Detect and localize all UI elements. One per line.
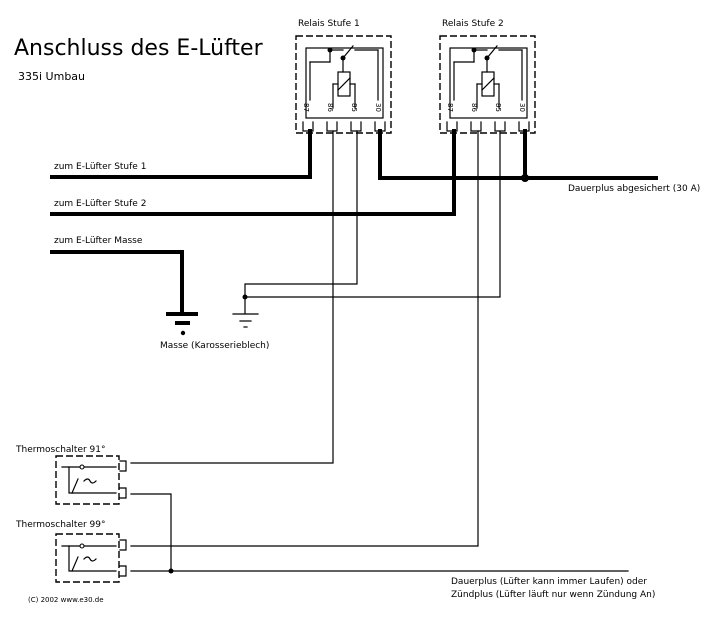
relay-1-pin-86: 86	[326, 103, 334, 112]
thermoswitch-99: Thermoschalter 99°	[15, 520, 127, 583]
ground-junction	[242, 294, 248, 300]
wire-relay1-86-thermo91	[130, 130, 334, 464]
label-fan-stage-2: zum E-Lüfter Stufe 2	[54, 199, 146, 209]
battery-junction	[521, 174, 529, 182]
relay-2-housing	[439, 35, 536, 134]
relay-stage-1: Relais Stufe 1 87 86 85 30	[295, 19, 392, 134]
relay-1-switch-arm	[342, 45, 354, 59]
wire-battery-30a	[378, 129, 658, 180]
relay-2-pin-30: 30	[518, 103, 526, 112]
label-fan-stage-1: zum E-Lüfter Stufe 1	[54, 162, 146, 172]
relay-1-housing	[295, 35, 392, 134]
thermoswitch-91-label: Thermoschalter 91°	[15, 445, 106, 455]
relay-2-pin-86: 86	[470, 103, 478, 112]
copyright: (C) 2002 www.e30.de	[28, 596, 104, 604]
thermoswitch-99-contact	[71, 556, 79, 572]
relay-2-pin-85: 85	[494, 103, 502, 112]
label-ground: Masse (Karosserieblech)	[160, 341, 269, 351]
wire-fan-ground	[50, 250, 184, 315]
wire-relay2-86-thermo99	[130, 130, 479, 547]
relay-2-inner	[449, 47, 528, 119]
thermoswitch-99-housing	[55, 533, 120, 583]
wire-fan-stage-2	[50, 129, 456, 216]
wire-relay2-85-ground	[244, 130, 501, 298]
power-wiring	[50, 129, 658, 336]
relay-2-label: Relais Stufe 2	[442, 19, 504, 29]
thermoswitch-91-contact	[71, 478, 79, 494]
wire-fan-stage-1	[50, 129, 312, 179]
relay-1-pin-85: 85	[350, 103, 358, 112]
control-wiring	[130, 130, 629, 574]
relay-2-pin-87: 87	[446, 103, 454, 112]
label-fan-ground: zum E-Lüfter Masse	[54, 236, 143, 246]
thermoswitch-91-housing	[55, 455, 120, 505]
thermoswitch-99-label: Thermoschalter 99°	[15, 520, 106, 530]
page-subtitle: 335i Umbau	[18, 70, 85, 83]
relay-1-pin-87: 87	[302, 103, 310, 112]
page-title: Anschluss des E-Lüfter	[14, 36, 264, 61]
label-supply-line-2: Zündplus (Lüfter läuft nur wenn Zündung …	[451, 590, 655, 600]
relay-stage-2: Relais Stufe 2 87 86 85 30	[439, 19, 536, 134]
wire-relay1-85-ground	[244, 130, 358, 314]
label-battery-supply: Dauerplus abgesichert (30 A)	[568, 184, 700, 194]
relay-2-contact	[471, 47, 477, 53]
relay-1-pin-30: 30	[374, 103, 382, 112]
relay-1-contact	[327, 47, 333, 53]
thermoswitch-91: Thermoschalter 91°	[15, 445, 127, 505]
supply-junction	[168, 568, 174, 574]
label-supply-line-1: Dauerplus (Lüfter kann immer Laufen) ode…	[451, 577, 647, 587]
wire-thermo91-supply	[130, 493, 172, 572]
relay-1-inner	[305, 47, 384, 119]
relay-1-label: Relais Stufe 1	[298, 19, 360, 29]
relay-2-switch-arm	[486, 45, 498, 59]
